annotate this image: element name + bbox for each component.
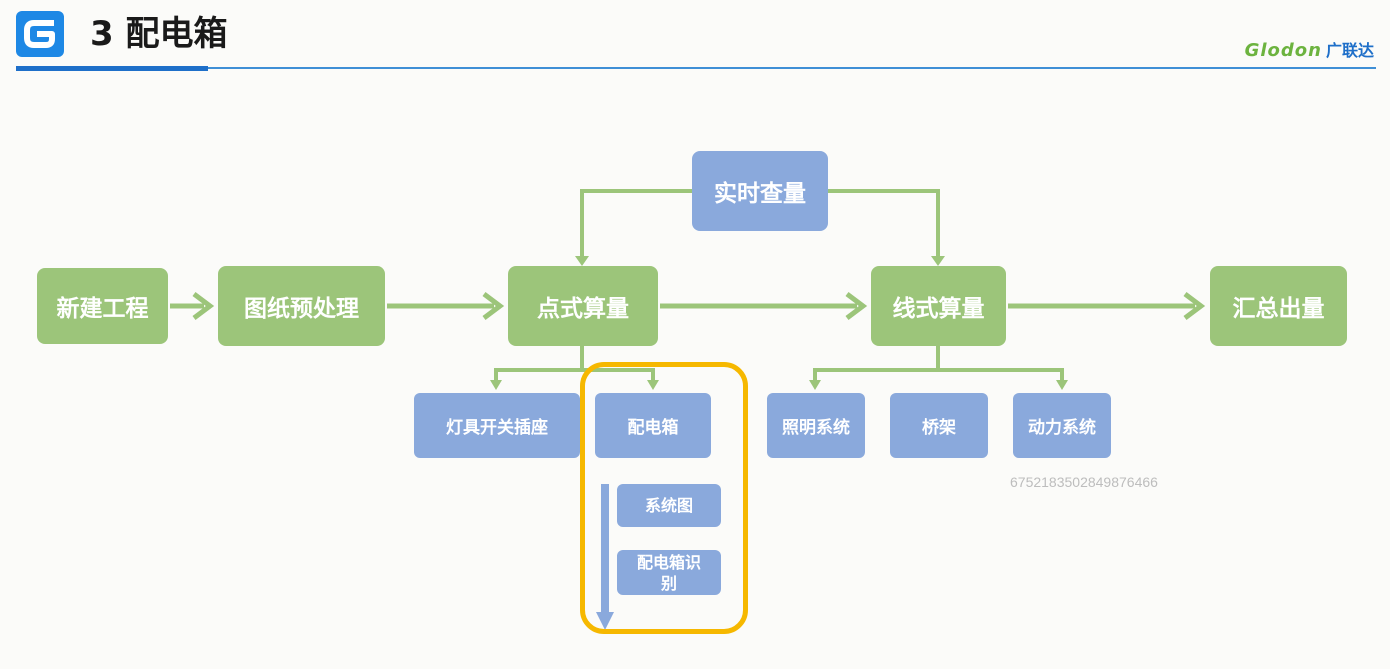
- node-realtime-query: 实时查量: [692, 151, 828, 231]
- arrowhead-preprocess-to-point: [482, 292, 505, 320]
- watermark-id: 6752183502849876466: [1010, 474, 1158, 490]
- arrowhead-line-to-summary: [1183, 292, 1206, 320]
- arrow-query-to-line: [828, 189, 940, 258]
- arrowhead-to-lamp: [490, 380, 502, 390]
- connector-line-to-lighting: [813, 346, 940, 382]
- node-line-calculation: 线式算量: [871, 266, 1006, 346]
- process-arrow-shaft: [601, 484, 609, 616]
- node-drawing-preprocess: 图纸预处理: [218, 266, 385, 346]
- connector-point-to-box: [582, 368, 655, 382]
- arrowhead-point-to-line: [845, 292, 868, 320]
- arrowhead-to-box: [647, 380, 659, 390]
- connector-line-to-power: [938, 368, 1064, 382]
- arrowhead-to-lighting: [809, 380, 821, 390]
- arrow-query-to-point: [580, 189, 692, 258]
- node-summary-output: 汇总出量: [1210, 266, 1347, 346]
- distribution-box-highlight-frame: [580, 362, 748, 634]
- brand-name-en: Glodon: [1244, 40, 1322, 61]
- header-accent-bar: [16, 66, 208, 71]
- g-logo-icon: [24, 20, 55, 48]
- connector-point-to-lamp: [494, 346, 584, 382]
- brand-name-cn: 广联达: [1325, 41, 1374, 60]
- node-lighting-system: 照明系统: [767, 393, 865, 458]
- node-system-diagram: 系统图: [617, 484, 721, 527]
- glodon-g-logo: [16, 11, 64, 57]
- node-distribution-box: 配电箱: [595, 393, 711, 458]
- node-lamp-switch-socket: 灯具开关插座: [414, 393, 580, 458]
- node-distribution-box-identify: 配电箱识别: [617, 550, 721, 595]
- arrowhead-new-to-preprocess: [192, 292, 215, 320]
- header-divider: [16, 67, 1376, 69]
- arrowhead-query-to-line: [931, 256, 945, 266]
- arrowhead-to-power: [1056, 380, 1068, 390]
- node-new-project: 新建工程: [37, 268, 168, 344]
- node-power-system: 动力系统: [1013, 393, 1111, 458]
- node-point-calculation: 点式算量: [508, 266, 658, 346]
- page-title: 3 配电箱: [90, 14, 228, 54]
- node-bridge: 桥架: [890, 393, 988, 458]
- arrowhead-query-to-point: [575, 256, 589, 266]
